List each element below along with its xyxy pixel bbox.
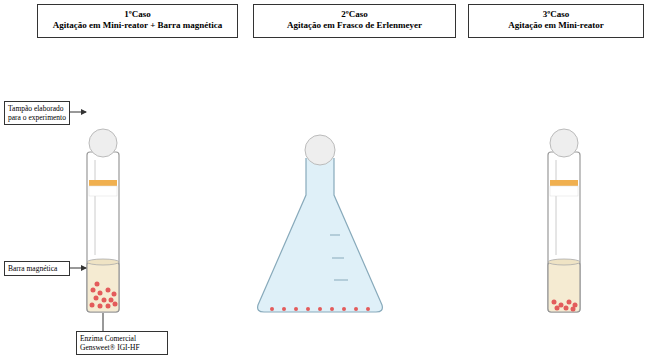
case-header: 3ºCasoAgitação em Mini-reator — [468, 4, 644, 38]
callout-box: Enzima Comercial Gensweet® IGI-HF — [76, 331, 168, 355]
leader-line — [70, 112, 103, 331]
box-text: Barra magnética — [8, 264, 66, 273]
box-text: Enzima Comercial Gensweet® IGI-HF — [80, 334, 164, 352]
case-header: 2ºCasoAgitação em Frasco de Erlenmeyer — [253, 4, 456, 38]
callout-box: Barra magnética — [4, 261, 70, 276]
box-text: Agitação em Mini-reator — [473, 20, 639, 31]
erlenmeyer-flask — [258, 135, 383, 312]
callout-box: Tampão elaborado para o experimento — [4, 101, 70, 125]
mini-reactor-tube — [87, 129, 119, 312]
box-text: Tampão elaborado para o experimento — [8, 104, 66, 122]
case-number: 2ºCaso — [258, 9, 451, 20]
mini-reactor-tube — [548, 129, 580, 312]
case-header: 1ºCasoAgitação em Mini-reator + Barra ma… — [37, 4, 238, 38]
case-number: 3ºCaso — [473, 9, 639, 20]
box-text: Agitação em Frasco de Erlenmeyer — [258, 20, 451, 31]
box-text: Agitação em Mini-reator + Barra magnétic… — [42, 20, 233, 31]
case-number: 1ºCaso — [42, 9, 233, 20]
